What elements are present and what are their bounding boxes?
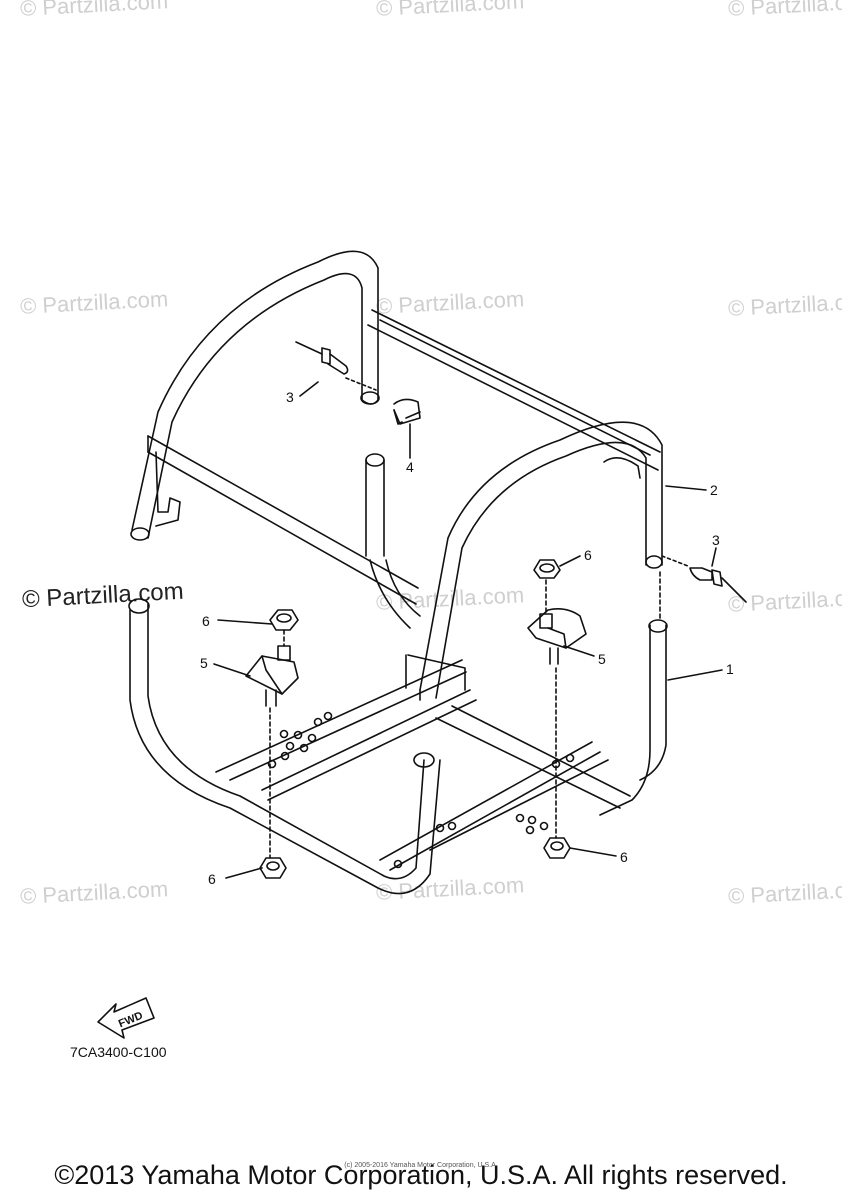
rivet-left [295,341,377,391]
callout-3: 3 [286,389,294,405]
callout-2: 2 [710,482,718,498]
nut-top-left [269,609,299,631]
lower-frame [128,453,668,895]
diagram-code: 7CA3400-C100 [70,1044,167,1060]
callout-3: 3 [712,532,720,548]
callout-4: 4 [406,459,414,475]
nut-bottom-left [259,857,287,879]
upper-frame [130,250,663,699]
callout-5: 5 [200,655,208,671]
callout-5: 5 [598,651,606,667]
callout-1: 1 [726,661,734,677]
callout-6: 6 [620,849,628,865]
small-notice: (c) 2005-2016 Yamaha Motor Corporation, … [344,1162,498,1169]
callout-6: 6 [202,613,210,629]
callout-6: 6 [208,871,216,887]
callout-6: 6 [584,547,592,563]
mount-right [527,608,587,665]
nut-bottom-right [543,837,571,859]
mount-left [245,645,299,707]
fwd-arrow-icon: FWD [97,997,155,1039]
nut-top-right [533,559,561,579]
rivet-right [661,555,747,603]
copyright-text: ©2013 Yamaha Motor Corporation, U.S.A. A… [54,1160,788,1190]
clamp [393,398,421,425]
